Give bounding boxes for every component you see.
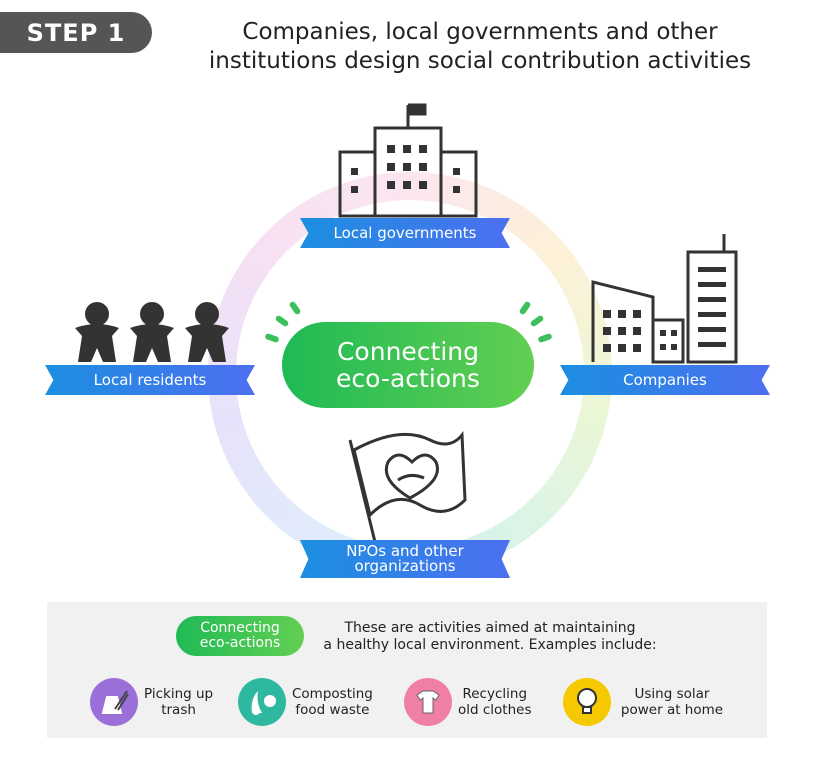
- example-label: power at home: [620, 702, 724, 718]
- label-local-residents: Local residents: [45, 365, 255, 395]
- example-label: old clothes: [458, 702, 532, 718]
- example-label: food waste: [295, 702, 370, 718]
- pill-text: Connecting: [200, 620, 280, 636]
- example-label: Composting: [292, 686, 373, 702]
- government-building-icon: [338, 103, 478, 218]
- center-text: Connecting: [336, 337, 479, 366]
- food-waste-icon: [238, 678, 286, 726]
- trash-bag-icon: [90, 678, 138, 726]
- example-label: Picking up: [144, 686, 214, 702]
- step-badge: STEP 1: [0, 12, 152, 53]
- example-label: trash: [161, 702, 196, 718]
- residents-people-icon: [75, 302, 229, 362]
- npos-text: organizations: [354, 557, 456, 575]
- label-local-governments: Local governments: [300, 218, 510, 248]
- panel-description: These are activities aimed at maintainin…: [310, 620, 670, 654]
- clothes-icon: [404, 678, 452, 726]
- desc-line: These are activities aimed at maintainin…: [344, 620, 636, 636]
- npo-flag-heart-icon: [348, 430, 467, 543]
- pill-text: eco-actions: [199, 635, 281, 651]
- label-companies: Companies: [560, 365, 770, 395]
- companies-buildings-icon: [591, 234, 738, 364]
- center-text: eco-actions: [336, 364, 480, 393]
- example-label: Using solar: [634, 686, 710, 702]
- npos-text: NPOs and other: [346, 542, 464, 560]
- title-line: Companies, local governments and other: [242, 19, 718, 45]
- desc-line: a healthy local environment. Examples in…: [323, 637, 657, 653]
- page-title: Companies, local governments and other in…: [170, 18, 790, 76]
- light-bulb-icon: [563, 678, 611, 726]
- title-line: institutions design social contribution …: [208, 48, 752, 74]
- example-label: Recycling: [462, 686, 528, 702]
- examples-panel: [47, 602, 767, 738]
